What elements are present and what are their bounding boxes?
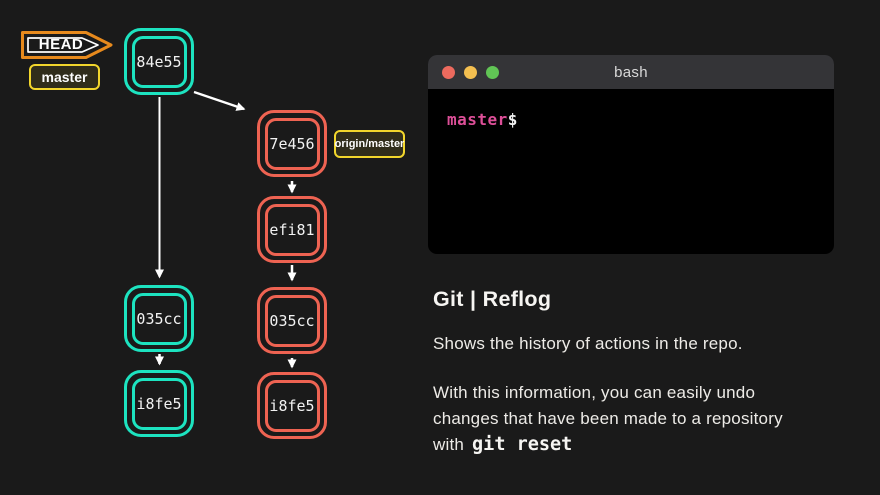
commit-node-035cc-teal-inner: 035cc — [131, 292, 187, 345]
commit-node-84e55-inner: 84e55 — [131, 35, 187, 88]
terminal-window: bash master$ — [428, 55, 834, 254]
commit-node-7e456-inner: 7e456 — [264, 117, 320, 170]
commit-sha: i8fe5 — [136, 394, 182, 413]
head-inner-outline — [27, 37, 99, 53]
description-paragraph: With this information, you can easily un… — [433, 380, 783, 458]
commit-node-i8fe5-orange: i8fe5 — [257, 372, 327, 439]
arrow-84e55-to-7e456 — [193, 90, 246, 111]
head-label: HEAD — [38, 36, 84, 53]
commit-graph-arrows — [155, 90, 297, 369]
commit-sha: 035cc — [136, 309, 182, 328]
commit-sha: 7e456 — [269, 134, 315, 153]
commit-node-035cc-teal: 035cc — [124, 285, 194, 352]
terminal-title: bash — [614, 63, 648, 81]
commit-node-i8fe5-teal-inner: i8fe5 — [131, 377, 187, 430]
origin-master-branch-label-text: origin/master — [334, 138, 405, 150]
page-title: Git | Reflog — [433, 287, 552, 311]
inline-code-git-reset: git reset — [472, 434, 573, 455]
commit-sha: 84e55 — [136, 52, 182, 71]
terminal-body[interactable]: master$ — [428, 89, 834, 129]
origin-master-branch-label: origin/master — [334, 130, 405, 158]
head-pointer-tag: HEAD — [21, 31, 113, 59]
commit-node-035cc-orange: 035cc — [257, 287, 327, 354]
commit-node-84e55: 84e55 — [124, 28, 194, 95]
description-line: Shows the history of actions in the repo… — [433, 334, 743, 353]
commit-node-efi81: efi81 — [257, 196, 327, 263]
description-line: changes that have been made to a reposit… — [433, 409, 783, 428]
close-button[interactable] — [442, 65, 455, 79]
window-controls — [428, 65, 499, 79]
commit-node-035cc-orange-inner: 035cc — [264, 294, 320, 347]
prompt-symbol: $ — [507, 110, 518, 129]
commit-sha: i8fe5 — [269, 396, 315, 415]
head-arrow-shape-icon — [21, 31, 113, 59]
commit-node-i8fe5-teal: i8fe5 — [124, 370, 194, 437]
minimize-button[interactable] — [464, 65, 477, 79]
commit-node-7e456: 7e456 — [257, 110, 327, 177]
zoom-button[interactable] — [486, 65, 499, 79]
description-line: With this information, you can easily un… — [433, 383, 756, 402]
terminal-titlebar: bash — [428, 55, 834, 89]
commit-sha: efi81 — [269, 220, 315, 239]
commit-node-efi81-inner: efi81 — [264, 203, 320, 256]
master-branch-label: master — [29, 64, 100, 90]
head-outer-outline — [21, 31, 113, 59]
master-branch-label-text: master — [41, 69, 88, 85]
commit-sha: 035cc — [269, 311, 315, 330]
description-line: with — [433, 435, 465, 454]
prompt-branch: master — [447, 110, 508, 129]
commit-node-i8fe5-orange-inner: i8fe5 — [264, 379, 320, 432]
